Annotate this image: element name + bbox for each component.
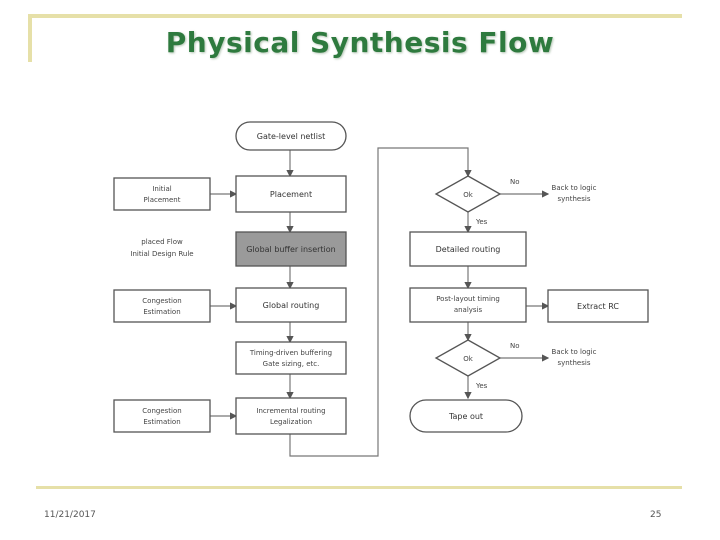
page-number: 25 (650, 510, 662, 520)
incremental-opt-box (235, 341, 347, 375)
left-connectors (210, 147, 472, 457)
incremental-routing-box (235, 397, 347, 435)
extract-rc-label: Extract RC (577, 302, 619, 311)
extract-rc-box (547, 289, 649, 323)
buffer-insertion-box (235, 231, 347, 267)
congestion-2-line1: Congestion (142, 407, 181, 415)
initial-placement-line2: Placement (144, 196, 181, 204)
initial-placement-line1: Initial (152, 185, 171, 193)
footer-date: 11/21/2017 (44, 510, 96, 520)
incremental-opt-line2: Gate sizing, etc. (263, 360, 320, 368)
post-layout-line1: Post-layout timing (436, 295, 500, 303)
slide-title: Physical Synthesis Flow (165, 26, 555, 59)
global-routing-label: Global routing (263, 301, 320, 310)
congestion-box-1 (113, 289, 211, 323)
placement-note-line1: placed Flow (141, 238, 183, 246)
buffer-insertion-label: Global buffer insertion (246, 245, 335, 254)
decision-2 (434, 339, 502, 377)
back-2-line2: synthesis (558, 359, 591, 367)
post-layout-box (409, 287, 527, 323)
top-rule (28, 14, 682, 18)
left-bracket (28, 14, 32, 62)
right-connectors (464, 190, 550, 400)
placement-box (235, 175, 347, 213)
decision-1-no: No (510, 178, 520, 186)
detailed-routing-label: Detailed routing (436, 245, 501, 254)
tapeout-label: Tape out (448, 412, 483, 421)
start-label: Gate-level netlist (257, 132, 326, 141)
congestion-1-line2: Estimation (143, 308, 180, 316)
tapeout-terminal (409, 399, 523, 433)
congestion-2-line2: Estimation (143, 418, 180, 426)
decision-1-yes: Yes (475, 218, 488, 226)
start-terminal (235, 121, 347, 151)
incremental-routing-line1: Incremental routing (256, 407, 325, 415)
congestion-box-2 (113, 399, 211, 433)
decision-2-no: No (510, 342, 520, 350)
decision-1-label: Ok (463, 191, 474, 199)
back-2-line1: Back to logic (552, 348, 597, 356)
congestion-1-line1: Congestion (142, 297, 181, 305)
placement-note-line2: Initial Design Rule (130, 250, 193, 258)
incremental-routing-line2: Legalization (270, 418, 312, 426)
post-layout-line2: analysis (454, 306, 483, 314)
back-1-line1: Back to logic (552, 184, 597, 192)
incremental-opt-line1: Timing-driven buffering (249, 349, 332, 357)
placement-label: Placement (270, 190, 312, 199)
bottom-rule (36, 486, 682, 489)
decision-1 (434, 175, 502, 213)
back-1-line2: synthesis (558, 195, 591, 203)
global-routing-box (235, 287, 347, 323)
decision-2-yes: Yes (475, 382, 488, 390)
initial-placement-box (113, 177, 211, 211)
detailed-routing-box (409, 231, 527, 267)
decision-2-label: Ok (463, 355, 474, 363)
